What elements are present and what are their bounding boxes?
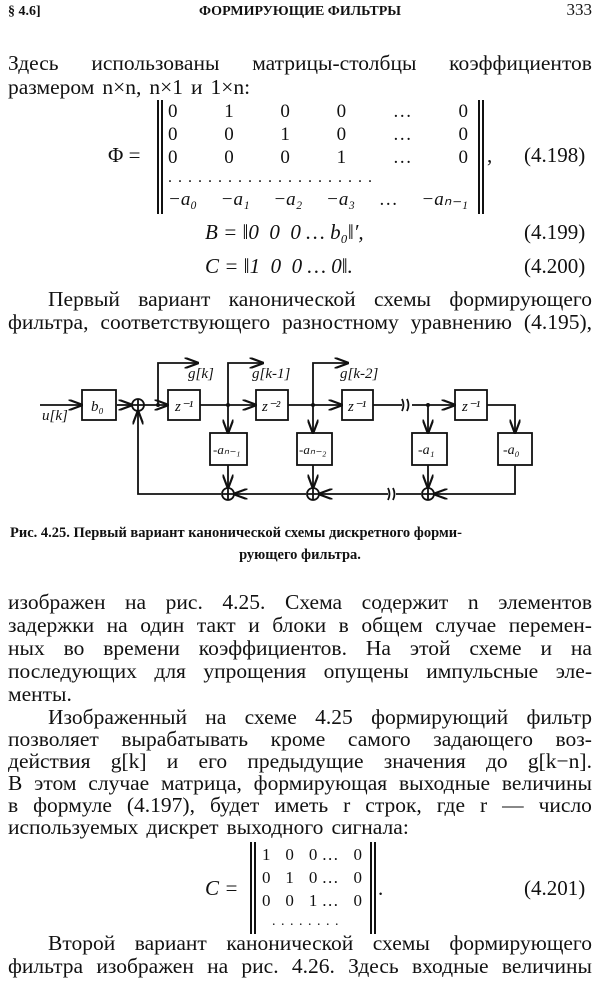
delay-4: z⁻¹ bbox=[461, 399, 481, 415]
coeff-an1: -aₙ₋₁ bbox=[213, 442, 240, 457]
delay-3: z⁻¹ bbox=[347, 399, 367, 415]
summing-junctions bbox=[131, 398, 435, 501]
input-label: u[k] bbox=[42, 408, 68, 424]
eq-number-4-201: (4.201) bbox=[524, 876, 586, 900]
output-gk2: g[k-2] bbox=[340, 366, 378, 382]
output-gk: g[k] bbox=[188, 366, 214, 382]
matrix-row: −a₀−a₁−a₂−a₃…−aₙ₋₁ bbox=[168, 189, 468, 210]
equation-b: B = ‖0 0 0 … b₀‖′, bbox=[205, 220, 364, 244]
phi-comma: , bbox=[487, 143, 493, 167]
output-gk1: g[k-1] bbox=[252, 366, 290, 382]
eq-number-4-200: (4.200) bbox=[524, 254, 586, 278]
eq-number-4-198: (4.198) bbox=[524, 143, 586, 167]
delay-2: z⁻² bbox=[261, 399, 281, 415]
section-number: § 4.6] bbox=[8, 4, 41, 19]
running-title: ФОРМИРУЮЩИЕ ФИЛЬТРЫ bbox=[198, 4, 401, 19]
figure-caption-line-2: рующего фильтра. bbox=[239, 547, 361, 563]
phi-lhs: Φ = bbox=[108, 143, 141, 167]
page-number: 333 bbox=[566, 0, 593, 19]
equation-c: C = ‖1 0 0 … 0‖. bbox=[205, 254, 353, 278]
text-line: менты. bbox=[8, 682, 72, 706]
matrix-left-bracket bbox=[157, 100, 163, 214]
coeff-an2: -aₙ₋₂ bbox=[299, 442, 327, 457]
eq-number-4-199: (4.199) bbox=[524, 220, 586, 244]
coeff-a0: -a₀ bbox=[503, 443, 520, 458]
phi-dots: . . . . . . . . . . . . . . . . . . . . … bbox=[168, 169, 373, 186]
matrix-left-bracket bbox=[250, 842, 256, 934]
delay-1: z⁻¹ bbox=[174, 399, 194, 415]
gain-b0: b₀ bbox=[91, 399, 104, 415]
matrix-right-bracket bbox=[370, 842, 376, 934]
block-diagram: u[k] b₀ z⁻¹ z⁻² z⁻¹ z⁻¹ g[k] g[k-1] g[k-… bbox=[40, 340, 533, 501]
c-matrix-period: . bbox=[378, 876, 384, 900]
c-matrix-dots: . . . . . . . . bbox=[272, 914, 340, 929]
c-matrix-lhs: C = bbox=[205, 876, 239, 900]
figure-caption-line-1: Рис. 4.25. Первый вариант канонической с… bbox=[10, 525, 462, 541]
coeff-a1: -a₁ bbox=[418, 443, 435, 458]
matrix-right-bracket bbox=[478, 100, 484, 214]
